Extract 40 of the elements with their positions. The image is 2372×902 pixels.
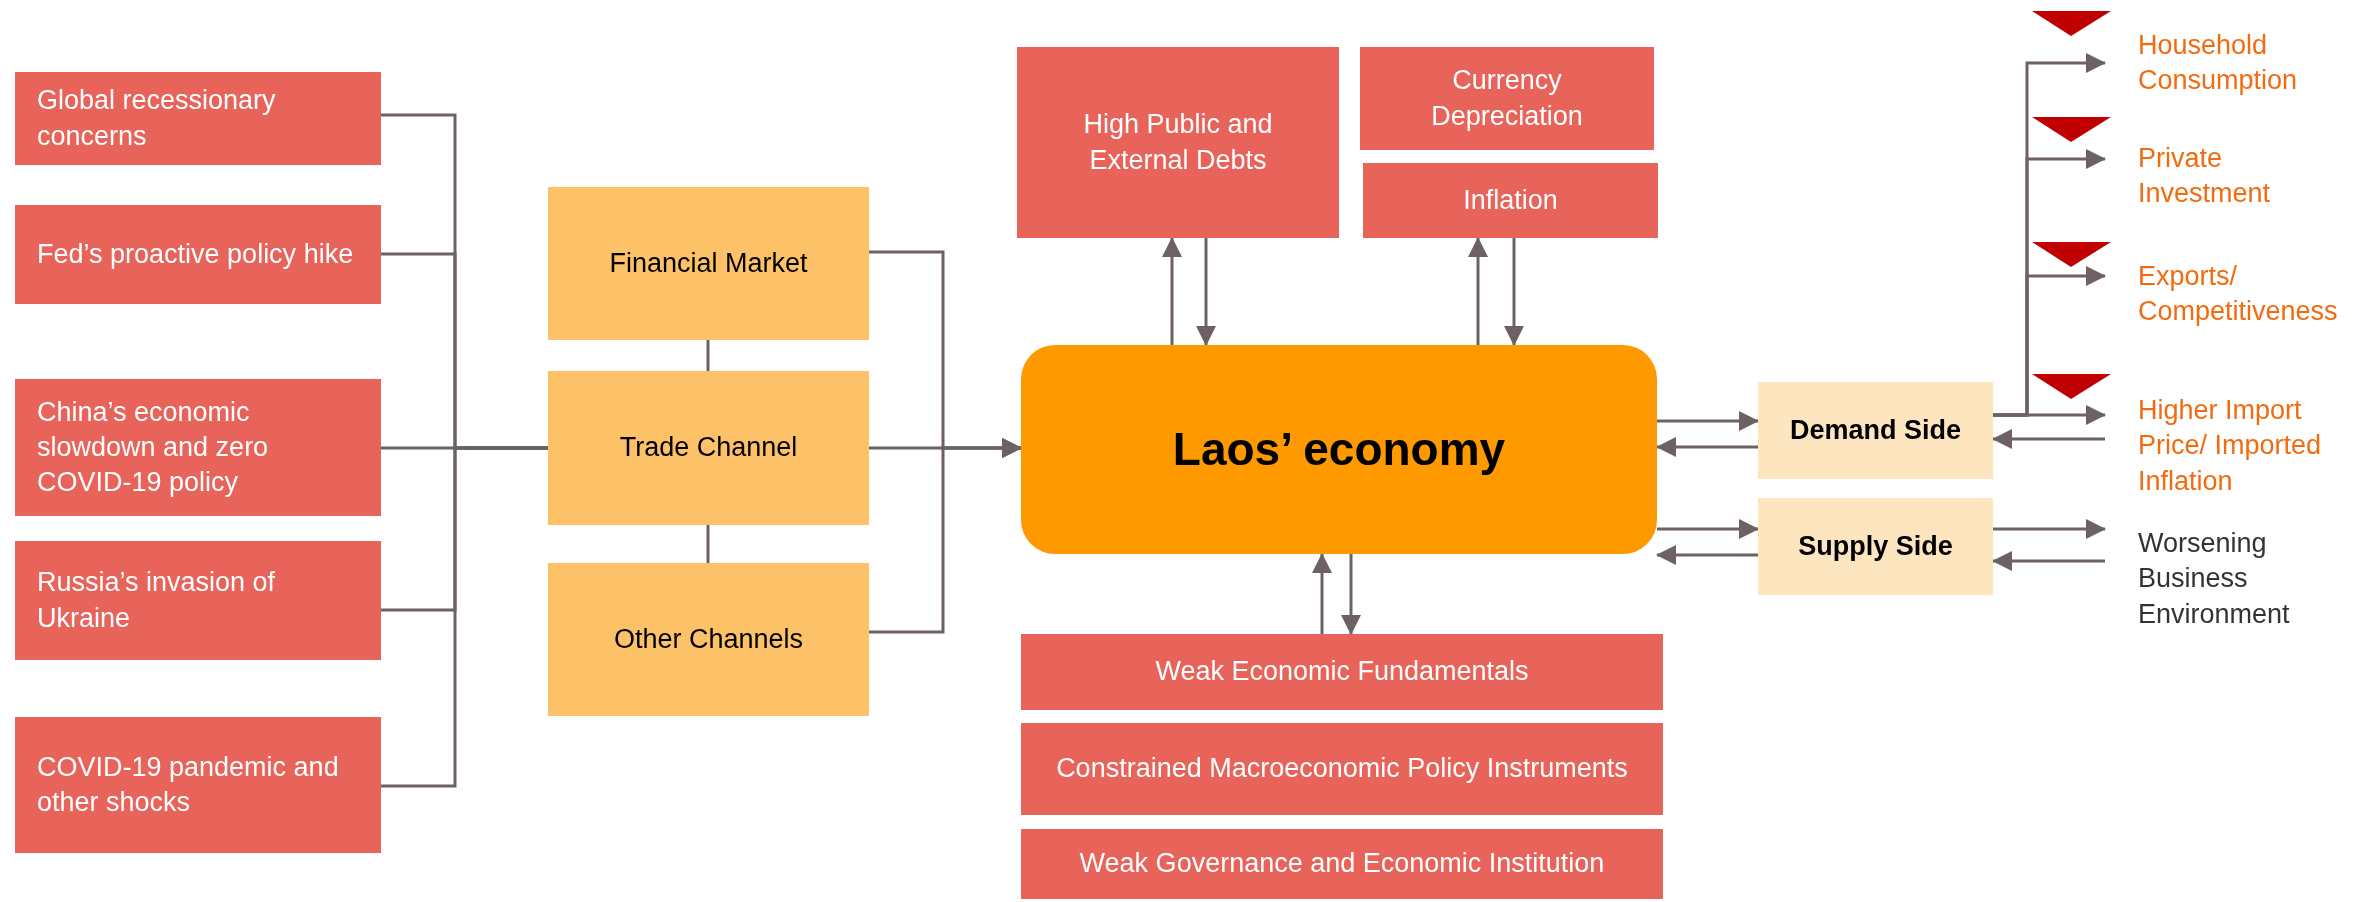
arrow	[1992, 551, 2105, 571]
channel-box: Other Channels	[548, 563, 869, 716]
factor-box: Inflation	[1363, 163, 1658, 238]
factor-box: COVID-19 pandemic and other shocks	[15, 717, 381, 853]
arrow	[1993, 519, 2106, 539]
arrow	[1656, 545, 1758, 565]
effect-text: Exports/ Competitiveness	[2105, 258, 2355, 330]
effect-text: Higher Import Price/ Imported Inflation	[2105, 392, 2355, 500]
channel-box: Trade Channel	[548, 371, 869, 525]
factor-box: High Public and External Debts	[1017, 47, 1339, 238]
factor-box: Global recessionary concerns	[15, 72, 381, 165]
factor-box: Fed’s proactive policy hike	[15, 205, 381, 304]
arrow	[1341, 554, 1361, 635]
factor-box: Currency Depreciation	[1360, 47, 1654, 150]
side-box: Demand Side	[1758, 382, 1993, 479]
economy-box: Laos’ economy	[1021, 345, 1657, 554]
arrow	[1657, 519, 1759, 539]
channel-box: Financial Market	[548, 187, 869, 340]
arrow	[869, 438, 1022, 634]
connector-line	[381, 446, 548, 788]
factor-box: Weak Governance and Economic Institution	[1021, 829, 1663, 899]
connector-line	[706, 340, 710, 371]
factor-box: Constrained Macroeconomic Policy Instruments	[1021, 723, 1663, 815]
effect-text: Private Investment	[2105, 140, 2345, 212]
arrow	[1162, 237, 1182, 345]
factor-box: Weak Economic Fundamentals	[1021, 634, 1663, 710]
factor-box: China’s economic slowdown and zero COVID-19 policy	[15, 379, 381, 516]
arrow	[1993, 405, 2106, 425]
arrow	[1196, 238, 1216, 346]
arrow	[1992, 429, 2105, 449]
factor-box: Russia’s invasion of Ukraine	[15, 541, 381, 660]
arrow	[1504, 238, 1524, 346]
connector-line	[706, 525, 710, 563]
arrow	[1312, 553, 1332, 634]
side-box: Supply Side	[1758, 498, 1993, 595]
effect-text: Worsening Business Environment	[2105, 525, 2370, 633]
arrow	[1468, 237, 1488, 345]
arrow	[1656, 437, 1758, 457]
arrow	[1657, 411, 1759, 431]
effect-text: Household Consumption	[2105, 27, 2345, 99]
